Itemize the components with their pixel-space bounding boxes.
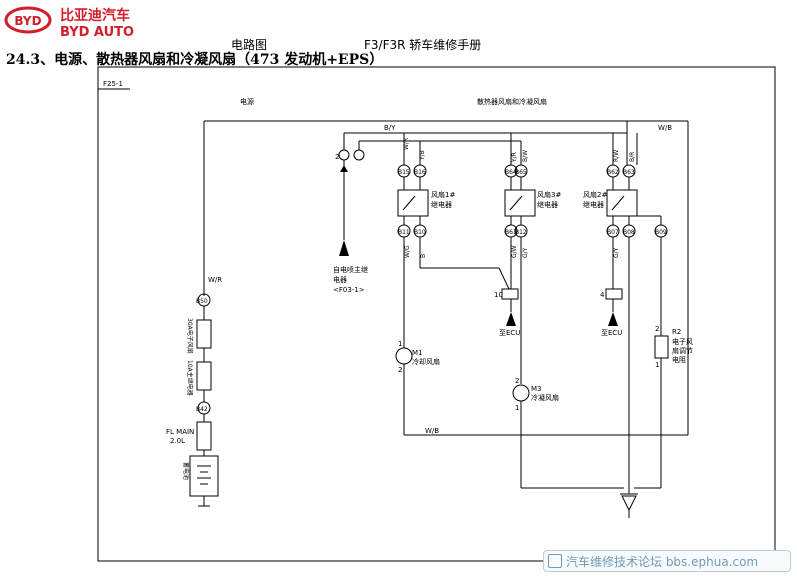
manual-title: F3/F3R 轿车维修手册 <box>364 38 482 52</box>
wire-b: B <box>420 254 427 258</box>
resistor-r2 <box>654 335 669 359</box>
fl-main-1: FL MAIN <box>166 428 194 436</box>
fuse-10a-label: 10A主继电器 <box>186 360 194 396</box>
forum-icon <box>548 554 562 568</box>
wire-b-y: B/Y <box>384 124 396 132</box>
conn-b50: B50 <box>196 298 208 305</box>
doc-type: 电路图 <box>231 38 268 52</box>
r2-label-2: 扇调节 <box>672 346 693 355</box>
arrow-to-ecu-2 <box>608 312 618 326</box>
wire-y-b: Y/B <box>419 150 426 161</box>
diagram-frame <box>97 66 776 562</box>
m1-pin-2: 2 <box>398 366 402 374</box>
wire-w-g: W/G <box>404 245 411 258</box>
arrow-to-ecu-relay <box>339 240 349 256</box>
conn-b08: B08 <box>623 229 635 236</box>
brand-en: BYD AUTO <box>60 25 134 40</box>
ecu-ref-2: 电器 <box>333 275 347 284</box>
wire-r-w: R/W <box>613 150 620 162</box>
relay2-label-1: 风扇2# <box>583 190 607 199</box>
pin-10: 10 <box>494 291 503 299</box>
r2-label-1: 电子风 <box>672 337 693 346</box>
wire-b-r: B/R <box>629 152 636 162</box>
label-fans: 散热器风扇和冷凝风扇 <box>477 97 547 106</box>
arrow-to-ecu-1 <box>506 312 516 326</box>
m1-name: 冷却风扇 <box>412 357 440 366</box>
ground-symbol <box>621 495 637 512</box>
watermark-text: 汽车维修技术论坛 bbs.ephua.com <box>566 554 759 569</box>
forum-watermark: 汽车维修技术论坛 bbs.ephua.com <box>543 550 791 572</box>
byd-logo-mark: BYD 比亚迪汽车 BYD AUTO <box>4 6 134 40</box>
wire-g-y: G/Y <box>522 247 529 258</box>
relay-fan-2 <box>606 189 638 217</box>
relay3-label-2: 继电器 <box>537 200 558 209</box>
wire-w-r: W/R <box>208 276 222 284</box>
wire-w-b: W/B <box>658 124 672 132</box>
fuse-fl-main <box>196 421 212 451</box>
m1-pin-1: 1 <box>398 340 402 348</box>
conn-b10: B10 <box>414 229 426 236</box>
conn-b09: B09 <box>655 229 667 236</box>
byd-logo: BYD 比亚迪汽车 BYD AUTO <box>4 4 174 40</box>
conn-b12: B12 <box>515 229 527 236</box>
page-code: F25-1 <box>103 80 123 88</box>
relay1-label-2: 继电器 <box>431 200 452 209</box>
m3-pin-2: 2 <box>515 377 519 385</box>
section-title: 24.3、电源、散热器风扇和冷凝风扇（473 发动机+EPS） <box>6 52 384 68</box>
m3-pin-1: 1 <box>515 404 519 412</box>
conn-b65: B65 <box>515 169 527 176</box>
conn-b64: B64 <box>505 169 517 176</box>
battery <box>189 455 219 497</box>
ecu-pin-10 <box>501 288 519 300</box>
motor-m3 <box>512 384 530 402</box>
brand-cn: 比亚迪汽车 <box>60 7 130 24</box>
fl-main-2: 2.0L <box>170 437 185 445</box>
conn-b07: B07 <box>607 229 619 236</box>
fuse-30a <box>196 319 212 349</box>
to-ecu-1: 至ECU <box>499 329 520 337</box>
ecu-ref-1: 自电喷主继 <box>333 265 368 274</box>
conn-b16: B16 <box>414 169 426 176</box>
wire-y-r: Y/R <box>511 152 518 163</box>
motor-m1 <box>395 347 413 365</box>
r2-pin-2: 2 <box>655 325 659 333</box>
conn-b15: B15 <box>398 169 410 176</box>
wire-g-w: G/W <box>511 245 518 258</box>
fuse-30a-label: 30A电子风扇 <box>186 318 194 354</box>
relay1-label-1: 风扇1# <box>431 190 455 199</box>
conn-b11: B11 <box>398 229 410 236</box>
m3-name: 冷凝风扇 <box>531 393 559 402</box>
conn-5: 2 <box>335 153 339 161</box>
relay3-label-1: 风扇3# <box>537 190 561 199</box>
relay-fan-3 <box>504 189 536 217</box>
wire-w-b2: W/B <box>425 427 439 435</box>
pin-4: 4 <box>600 291 605 299</box>
conn-b42: B42 <box>196 406 208 413</box>
relay-fan-1 <box>397 189 429 217</box>
label-power: 电源 <box>240 97 254 106</box>
conn-b61: B61 <box>505 229 517 236</box>
relay2-label-2: 继电器 <box>583 200 604 209</box>
wire-b-w: B/W <box>522 150 529 162</box>
ecu-pin-4 <box>605 288 623 300</box>
r2-id: R2 <box>672 328 681 336</box>
r2-pin-1: 1 <box>655 361 659 369</box>
to-ecu-2: 至ECU <box>601 329 622 337</box>
conn-b63: B63 <box>623 169 635 176</box>
fuse-10a <box>196 361 212 391</box>
ecu-ref-3: <F03-1> <box>333 286 365 294</box>
r2-label-3: 电阻 <box>672 355 686 364</box>
wire-w-r2: W/R <box>403 138 410 150</box>
m3-id: M3 <box>531 385 542 393</box>
m1-id: M1 <box>412 349 423 357</box>
conn-b62: B62 <box>607 169 619 176</box>
battery-label: 蓄电池 <box>182 462 190 480</box>
logo-mark-text: BYD <box>14 14 41 28</box>
wire-g-y-2: G/Y <box>613 247 620 258</box>
